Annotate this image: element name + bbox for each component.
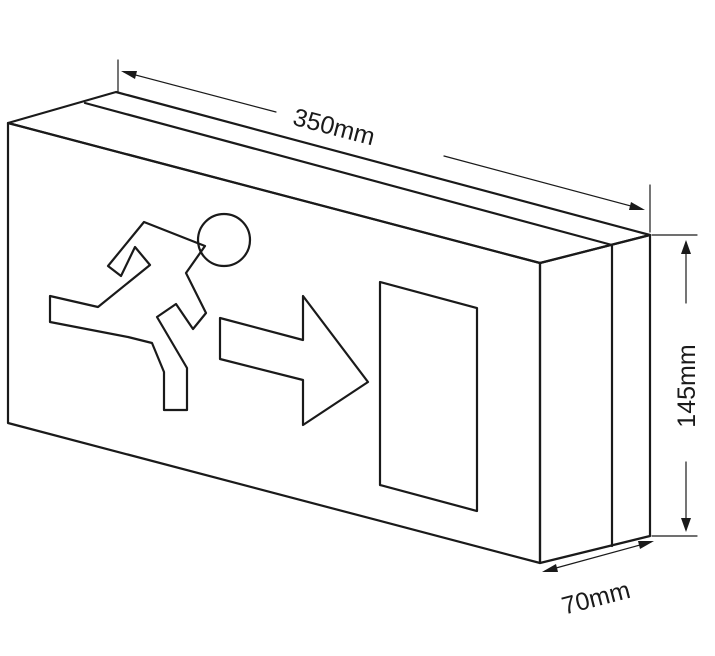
- front-face: [6, 121, 542, 565]
- right-arrow-icon: [218, 294, 370, 427]
- depth-dimension-line: [544, 541, 652, 572]
- height-arrowhead-bottom: [681, 518, 691, 532]
- person-head: [196, 212, 252, 268]
- length-arrowhead-left: [121, 71, 137, 79]
- person-body: [48, 220, 208, 412]
- length-arrowhead-right: [629, 202, 645, 210]
- depth-arrowhead-right: [638, 541, 654, 549]
- height-label: 145mm: [673, 344, 701, 427]
- exit-sign-box: [6, 90, 652, 565]
- depth-label: 70mm: [559, 576, 633, 621]
- length-dimension-line-left: [123, 71, 277, 113]
- depth-dimension: 70mm: [542, 541, 654, 621]
- length-label: 350mm: [290, 103, 378, 151]
- length-dimension: 350mm: [117, 59, 651, 233]
- depth-arrowhead-left: [542, 564, 558, 572]
- door-icon: [378, 280, 479, 513]
- height-arrowhead-top: [681, 240, 691, 254]
- running-person-icon: [48, 212, 252, 412]
- height-dimension: 145mm: [651, 234, 701, 537]
- length-dimension-line-right: [443, 155, 643, 210]
- top-panel-edge: [83, 101, 614, 247]
- side-face: [538, 233, 652, 565]
